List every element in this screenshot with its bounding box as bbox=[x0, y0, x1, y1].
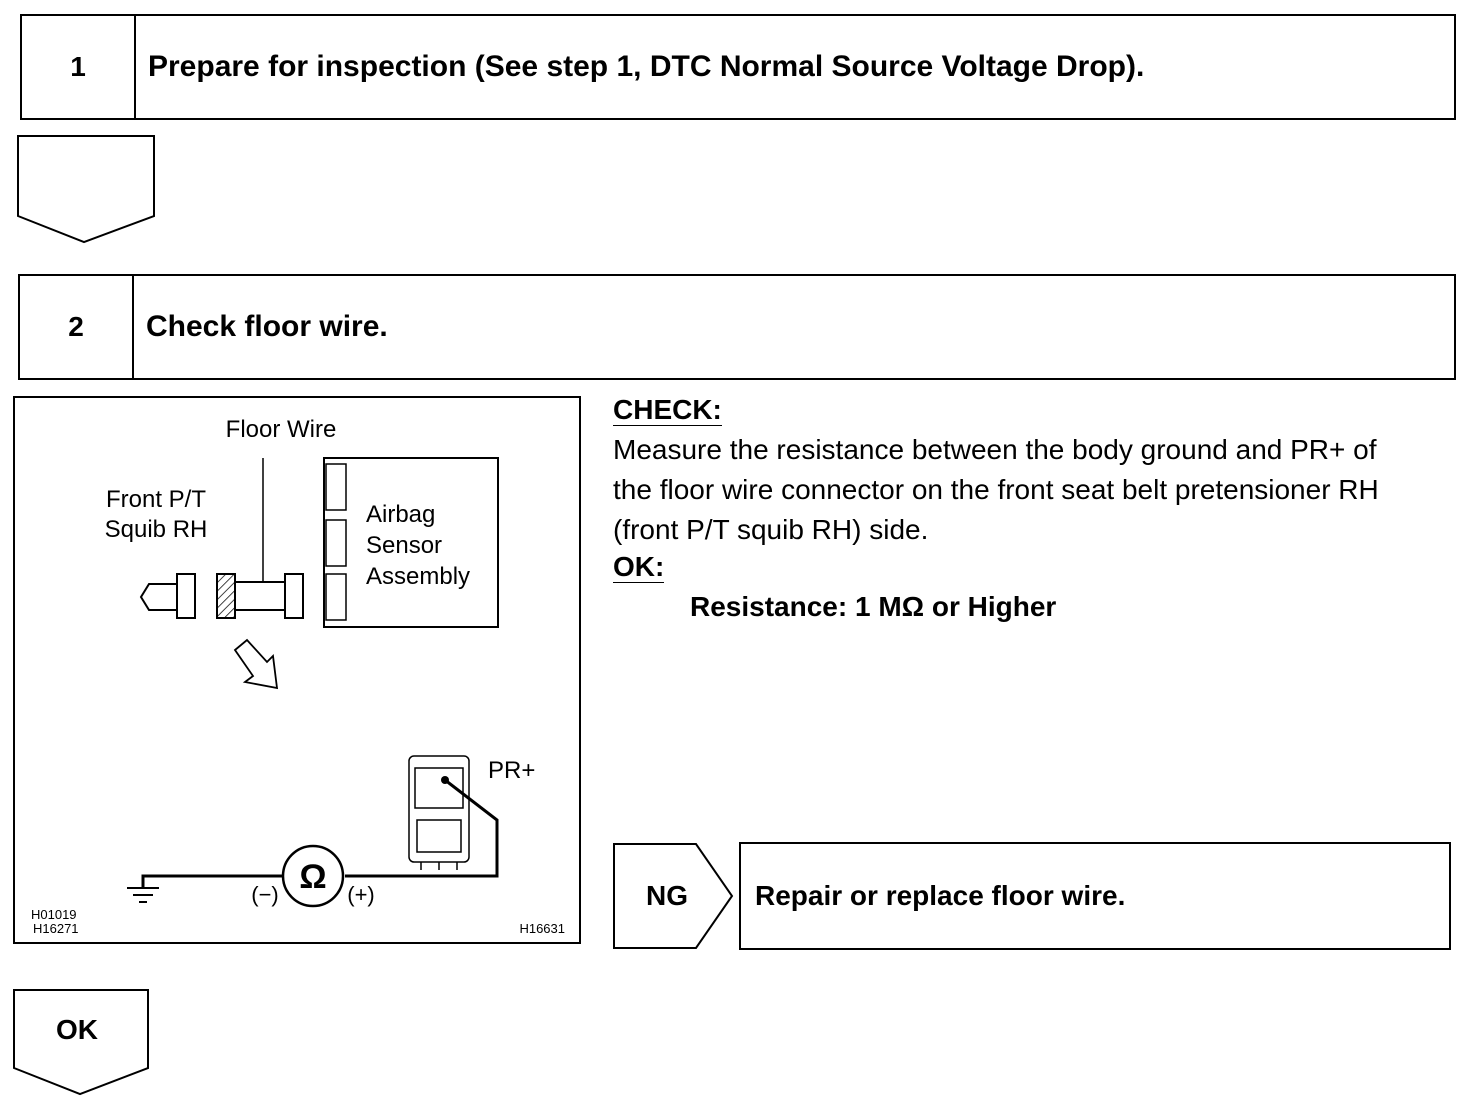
ng-action-text: Repair or replace floor wire. bbox=[755, 880, 1126, 911]
flow-down-arrow-1 bbox=[17, 135, 155, 244]
step-2-number: 2 bbox=[20, 276, 134, 378]
step-1-box: 1 Prepare for inspection (See step 1, DT… bbox=[20, 14, 1456, 120]
label-front-pt-1: Front P/T bbox=[106, 486, 206, 513]
label-front-pt-2: Squib RH bbox=[105, 516, 208, 543]
ok-heading-text: OK: bbox=[613, 551, 665, 583]
label-plus: (+) bbox=[347, 882, 375, 907]
check-line-3: (front P/T squib RH) side. bbox=[613, 514, 929, 545]
step-2-box: 2 Check floor wire. bbox=[18, 274, 1456, 380]
ok-arrow bbox=[13, 989, 149, 1096]
check-heading-text: CHECK: bbox=[613, 394, 722, 426]
label-pr-plus: PR+ bbox=[488, 757, 535, 784]
code-left-2: H16271 bbox=[33, 921, 79, 936]
wiring-diagram: Floor Wire Front P/T Squib RH Airbag Sen… bbox=[13, 396, 581, 944]
airbag-sensor-assembly bbox=[323, 457, 499, 628]
ohmmeter bbox=[281, 844, 345, 908]
ng-arrow bbox=[613, 843, 734, 949]
ok-label: OK bbox=[56, 1014, 98, 1045]
tester-connector bbox=[408, 755, 470, 870]
label-floor-wire: Floor Wire bbox=[226, 416, 337, 443]
ok-spec: Resistance: 1 MΩ or Higher bbox=[690, 591, 1057, 622]
label-airbag-2: Sensor bbox=[366, 532, 442, 559]
ok-heading: OK: bbox=[613, 547, 665, 587]
ng-action-box: Repair or replace floor wire. bbox=[739, 842, 1451, 950]
check-line-2: the floor wire connector on the front se… bbox=[613, 474, 1379, 505]
label-airbag-1: Airbag bbox=[366, 501, 435, 528]
check-heading: CHECK: bbox=[613, 390, 722, 430]
check-line-1: Measure the resistance between the body … bbox=[613, 434, 1377, 465]
squib-connector bbox=[139, 583, 178, 611]
step-1-title: Prepare for inspection (See step 1, DTC … bbox=[148, 50, 1145, 83]
code-left-1: H01019 bbox=[31, 907, 77, 922]
floor-wire-connector bbox=[216, 573, 236, 619]
ng-label: NG bbox=[646, 880, 688, 911]
code-right: H16631 bbox=[519, 921, 565, 936]
label-minus: (−) bbox=[251, 882, 279, 907]
outline-arrow-icon bbox=[233, 638, 279, 690]
ohm-symbol: Ω bbox=[299, 858, 326, 896]
step-1-number: 1 bbox=[22, 16, 136, 118]
step-2-title: Check floor wire. bbox=[146, 310, 388, 343]
label-airbag-3: Assembly bbox=[366, 563, 470, 590]
